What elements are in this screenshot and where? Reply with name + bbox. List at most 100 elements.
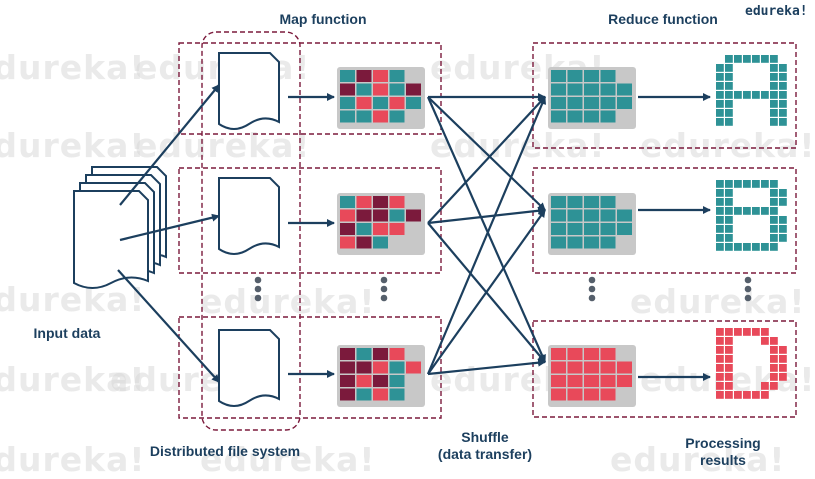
grid-cell [551, 223, 566, 235]
grid-cell [584, 236, 599, 249]
grid-cell [373, 83, 388, 96]
grid-cell [600, 348, 616, 360]
result-pixel [770, 207, 778, 215]
grid-cell [356, 110, 372, 123]
result-pixel [725, 234, 733, 242]
result-pixel [770, 216, 778, 224]
grid-cell [551, 196, 566, 208]
grid-cell [551, 361, 566, 374]
grid-cell [551, 236, 566, 249]
input-to-split-arrow [117, 269, 220, 383]
processing-results-line1: Processing [685, 435, 761, 451]
grid-cell [551, 83, 566, 96]
ellipsis-dot [744, 285, 752, 293]
grid-cell [340, 361, 355, 374]
result-pixel [779, 82, 787, 90]
ellipsis-dot [380, 285, 388, 293]
result-pixel [716, 198, 724, 206]
result-pixel [770, 225, 778, 233]
input-to-split-arrow [119, 213, 220, 242]
result-pixel [761, 55, 769, 63]
result-pixel [779, 364, 787, 372]
grid-cell [584, 375, 599, 387]
result-pixel [716, 91, 724, 99]
grid-cell [551, 375, 566, 387]
result-pixel [770, 73, 778, 81]
grid-cell [600, 388, 616, 401]
shuffle-arrow [427, 96, 546, 224]
grid-cell [406, 209, 421, 222]
grid-cell [567, 236, 583, 249]
grid-cell [567, 83, 583, 96]
grid-cell [340, 209, 355, 222]
map-split-box [178, 316, 442, 419]
result-pixel [770, 109, 778, 117]
watermark-text: edureka! [0, 360, 146, 399]
result-pixel [734, 180, 742, 188]
grid-cell [600, 361, 616, 374]
result-pixel [770, 91, 778, 99]
result-pixel [761, 91, 769, 99]
result-pixel [779, 91, 787, 99]
grid-cell [356, 83, 372, 96]
grid-cell [389, 223, 405, 235]
grid-cell [356, 361, 372, 374]
watermark-text: edureka! [200, 282, 376, 321]
split-document [218, 329, 280, 407]
grid-cell [617, 83, 632, 96]
grid-cell [340, 196, 355, 208]
grid-cell [340, 70, 355, 82]
grid-cell [340, 83, 355, 96]
result-pixel [725, 100, 733, 108]
ellipsis-dot [588, 285, 596, 293]
result-pixel [716, 355, 724, 363]
result-pixel [716, 373, 724, 381]
shuffle-arrow [427, 206, 546, 225]
result-pixel [761, 337, 769, 345]
result-pixel [716, 391, 724, 399]
shuffle-arrow [427, 209, 546, 375]
grid-cell [356, 236, 372, 249]
grid-cell [617, 361, 632, 374]
result-pixel [770, 198, 778, 206]
watermark-text: edureka! [430, 126, 606, 165]
result-pixel [734, 328, 742, 336]
grid-cell [356, 223, 372, 235]
grid-cell [567, 70, 583, 82]
grid-cell [356, 209, 372, 222]
result-pixel [752, 207, 760, 215]
result-pixel [716, 234, 724, 242]
grid-cell [600, 236, 616, 249]
grid-cell [584, 70, 599, 82]
map-split-box [178, 42, 442, 135]
grid-cell [600, 375, 616, 387]
result-pixel [770, 118, 778, 126]
grid-cell [373, 375, 388, 387]
result-pixel [779, 216, 787, 224]
ellipsis-dot [380, 276, 388, 284]
result-pixel [725, 109, 733, 117]
grid-cell [567, 196, 583, 208]
watermark-text: edureka! [0, 280, 146, 319]
result-pixel [752, 180, 760, 188]
grid-cell [551, 388, 566, 401]
shuffle-arrow [426, 96, 547, 375]
result-pixel [770, 373, 778, 381]
grid-cell [584, 97, 599, 109]
result-pixel [779, 189, 787, 197]
ellipsis-dot [254, 294, 262, 302]
result-pixel [725, 346, 733, 354]
result-pixel [716, 118, 724, 126]
result-pixel [770, 364, 778, 372]
watermark-text: edureka! [640, 126, 815, 165]
result-pixel [716, 337, 724, 345]
split-document [218, 52, 280, 130]
result-pixel [770, 355, 778, 363]
grid-cell [373, 223, 388, 235]
result-pixel [779, 355, 787, 363]
grid-cell [551, 97, 566, 109]
processing-results [716, 55, 787, 399]
grid-cell [373, 97, 388, 109]
grid-cell [373, 348, 388, 360]
